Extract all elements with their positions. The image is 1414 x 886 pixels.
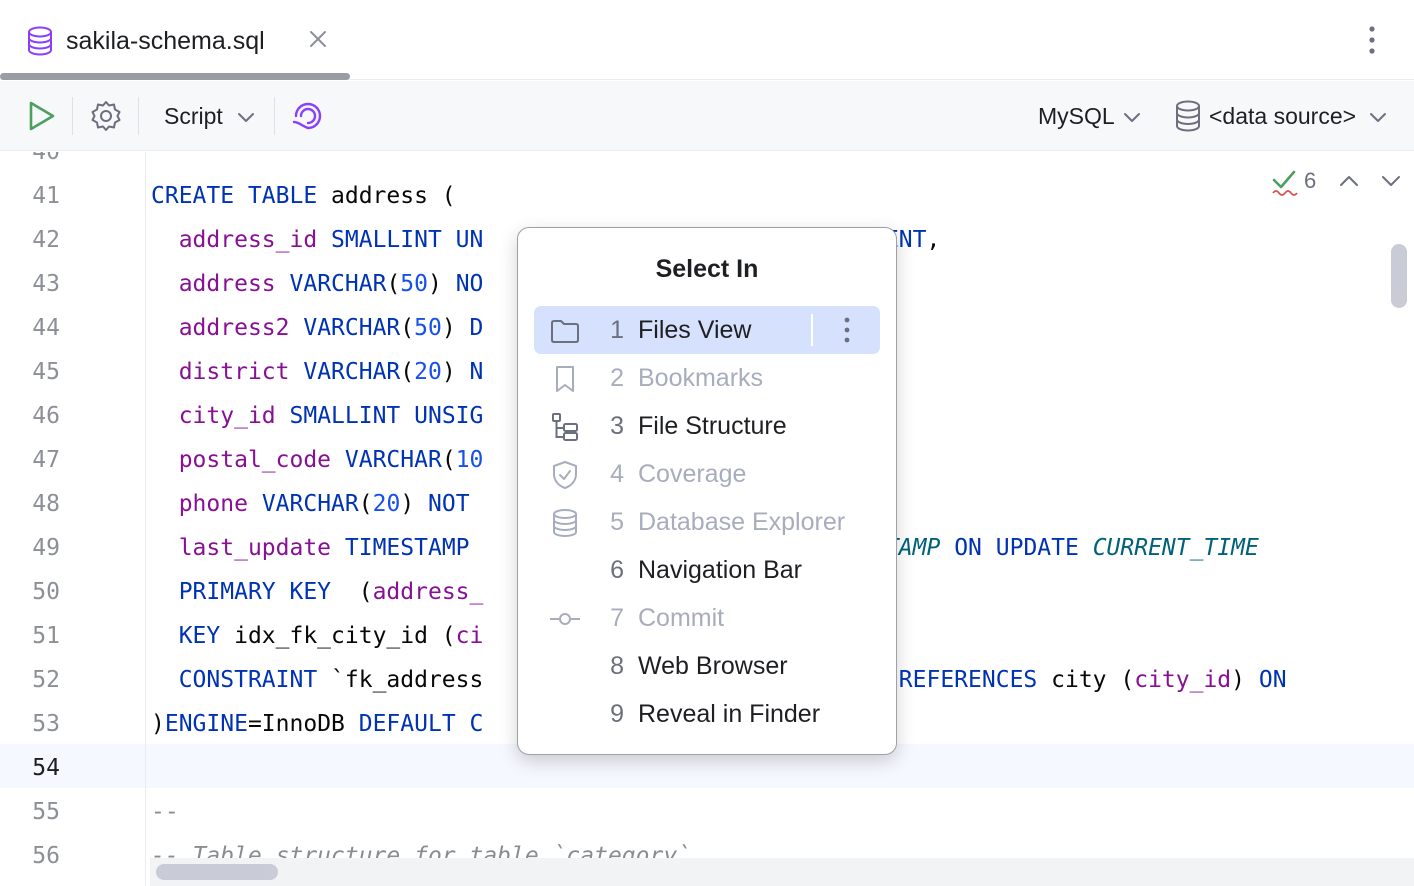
database-icon xyxy=(28,26,52,56)
line-number: 52 xyxy=(32,667,60,693)
horizontal-scrollbar[interactable] xyxy=(156,864,278,880)
line-number: 49 xyxy=(32,535,60,561)
vertical-scrollbar[interactable] xyxy=(1391,244,1407,308)
item-label: Commit xyxy=(638,604,725,632)
editor-tab-bar: sakila-schema.sql xyxy=(0,0,1414,80)
line-number: 47 xyxy=(32,447,60,473)
code-line: address VARCHAR(50) NO xyxy=(178,271,484,297)
code-line: city_id SMALLINT UNSIG xyxy=(178,403,484,429)
line-number: 45 xyxy=(32,359,60,385)
line-number: 51 xyxy=(32,623,60,649)
item-label: Web Browser xyxy=(638,652,788,680)
line-number: 42 xyxy=(32,227,60,253)
toolbar-separator xyxy=(138,97,139,135)
line-number: 43 xyxy=(32,271,60,297)
line-number: 54 xyxy=(32,755,60,781)
chevron-down-icon[interactable] xyxy=(1380,170,1402,192)
item-label: File Structure xyxy=(638,412,787,440)
select-in-item-bookmarks[interactable]: 2 Bookmarks xyxy=(534,354,880,402)
chevron-down-icon[interactable] xyxy=(1122,107,1142,127)
item-number: 6 xyxy=(610,556,624,584)
horizontal-scrollbar-track xyxy=(150,858,1414,886)
line-number: 44 xyxy=(32,315,60,341)
item-separator xyxy=(811,314,813,346)
code-line: district VARCHAR(20) N xyxy=(178,359,484,385)
item-number: 3 xyxy=(610,412,624,440)
item-number: 1 xyxy=(610,316,624,344)
item-label: Navigation Bar xyxy=(638,556,802,584)
line-number: 48 xyxy=(32,491,60,517)
toolbar-separator xyxy=(72,97,73,135)
folder-icon xyxy=(551,320,579,343)
line-number: 46 xyxy=(32,403,60,429)
item-number: 8 xyxy=(610,652,624,680)
select-in-item-web-browser[interactable]: 8 Web Browser xyxy=(534,642,880,690)
line-number: 41 xyxy=(32,183,60,209)
code-line: )ENGINE=InnoDB DEFAULT C xyxy=(151,711,484,737)
ai-assistant-icon[interactable] xyxy=(290,98,326,134)
code-line: KEY idx_fk_city_id (ci xyxy=(178,623,484,649)
more-vertical-icon[interactable] xyxy=(1352,22,1392,58)
item-number: 2 xyxy=(610,364,624,392)
chevron-down-icon[interactable] xyxy=(236,107,256,127)
select-in-item-reveal-in-finder[interactable]: 9 Reveal in Finder xyxy=(534,690,880,738)
toolbar-separator xyxy=(274,97,275,135)
more-vertical-icon[interactable] xyxy=(831,314,863,346)
code-line: postal_code VARCHAR(10 xyxy=(178,447,484,473)
popup-title: Select In xyxy=(655,255,759,283)
run-icon[interactable] xyxy=(24,98,58,134)
code-line: CREATE TABLE address ( xyxy=(151,183,456,209)
item-number: 5 xyxy=(610,508,624,536)
chevron-up-icon[interactable] xyxy=(1338,170,1360,192)
sql-dialect-dropdown[interactable]: MySQL xyxy=(1038,103,1115,129)
item-label: Coverage xyxy=(638,460,747,488)
item-number: 4 xyxy=(610,460,624,488)
data-source-dropdown[interactable]: <data source> xyxy=(1209,103,1357,129)
item-label: Bookmarks xyxy=(638,364,764,392)
item-number: 9 xyxy=(610,700,624,728)
item-number: 7 xyxy=(610,604,624,632)
item-label: Database Explorer xyxy=(638,508,846,536)
select-in-item-file-structure[interactable]: 3 File Structure xyxy=(534,402,880,450)
select-in-item-commit[interactable]: 7 Commit xyxy=(534,594,880,642)
select-in-popup: Select In 1 Files View 2 Bookmarks 3 Fil… xyxy=(517,227,897,755)
database-icon xyxy=(1176,100,1200,132)
inspection-widget[interactable]: 6 xyxy=(1270,164,1410,200)
database-icon xyxy=(553,509,577,538)
line-number: 55 xyxy=(32,799,60,825)
gutter-divider xyxy=(145,152,146,886)
code-line: -- xyxy=(151,799,179,825)
line-number: 56 xyxy=(32,843,60,869)
line-number: 50 xyxy=(32,579,60,605)
code-line: address2 VARCHAR(50) D xyxy=(178,315,484,341)
bookmark-icon xyxy=(556,366,574,392)
commit-icon xyxy=(550,613,580,625)
inspection-count: 6 xyxy=(1304,168,1317,193)
line-number: 53 xyxy=(32,711,60,737)
editor-toolbar: Script MySQL <data source> xyxy=(0,81,1414,151)
code-line: phone VARCHAR(20) NOT xyxy=(178,491,470,517)
code-line: PRIMARY KEY (address_ xyxy=(178,579,484,605)
item-label: Files View xyxy=(638,316,752,344)
active-tab-indicator xyxy=(0,73,350,80)
file-tab[interactable]: sakila-schema.sql xyxy=(0,0,350,80)
item-label: Reveal in Finder xyxy=(638,700,821,728)
chevron-down-icon[interactable] xyxy=(1368,107,1388,127)
select-in-item-database-explorer[interactable]: 5 Database Explorer xyxy=(534,498,880,546)
select-in-item-navigation-bar[interactable]: 6 Navigation Bar xyxy=(534,546,880,594)
tab-filename: sakila-schema.sql xyxy=(66,27,265,55)
select-in-item-coverage[interactable]: 4 Coverage xyxy=(534,450,880,498)
shield-icon xyxy=(553,461,577,489)
gear-icon[interactable] xyxy=(88,98,124,134)
check-icon xyxy=(1272,170,1298,196)
script-mode-dropdown[interactable]: Script xyxy=(164,103,223,129)
close-icon[interactable] xyxy=(305,26,331,52)
structure-icon xyxy=(552,413,578,441)
line-number: 40 xyxy=(32,152,60,165)
select-in-item-files-view[interactable]: 1 Files View xyxy=(534,306,880,354)
